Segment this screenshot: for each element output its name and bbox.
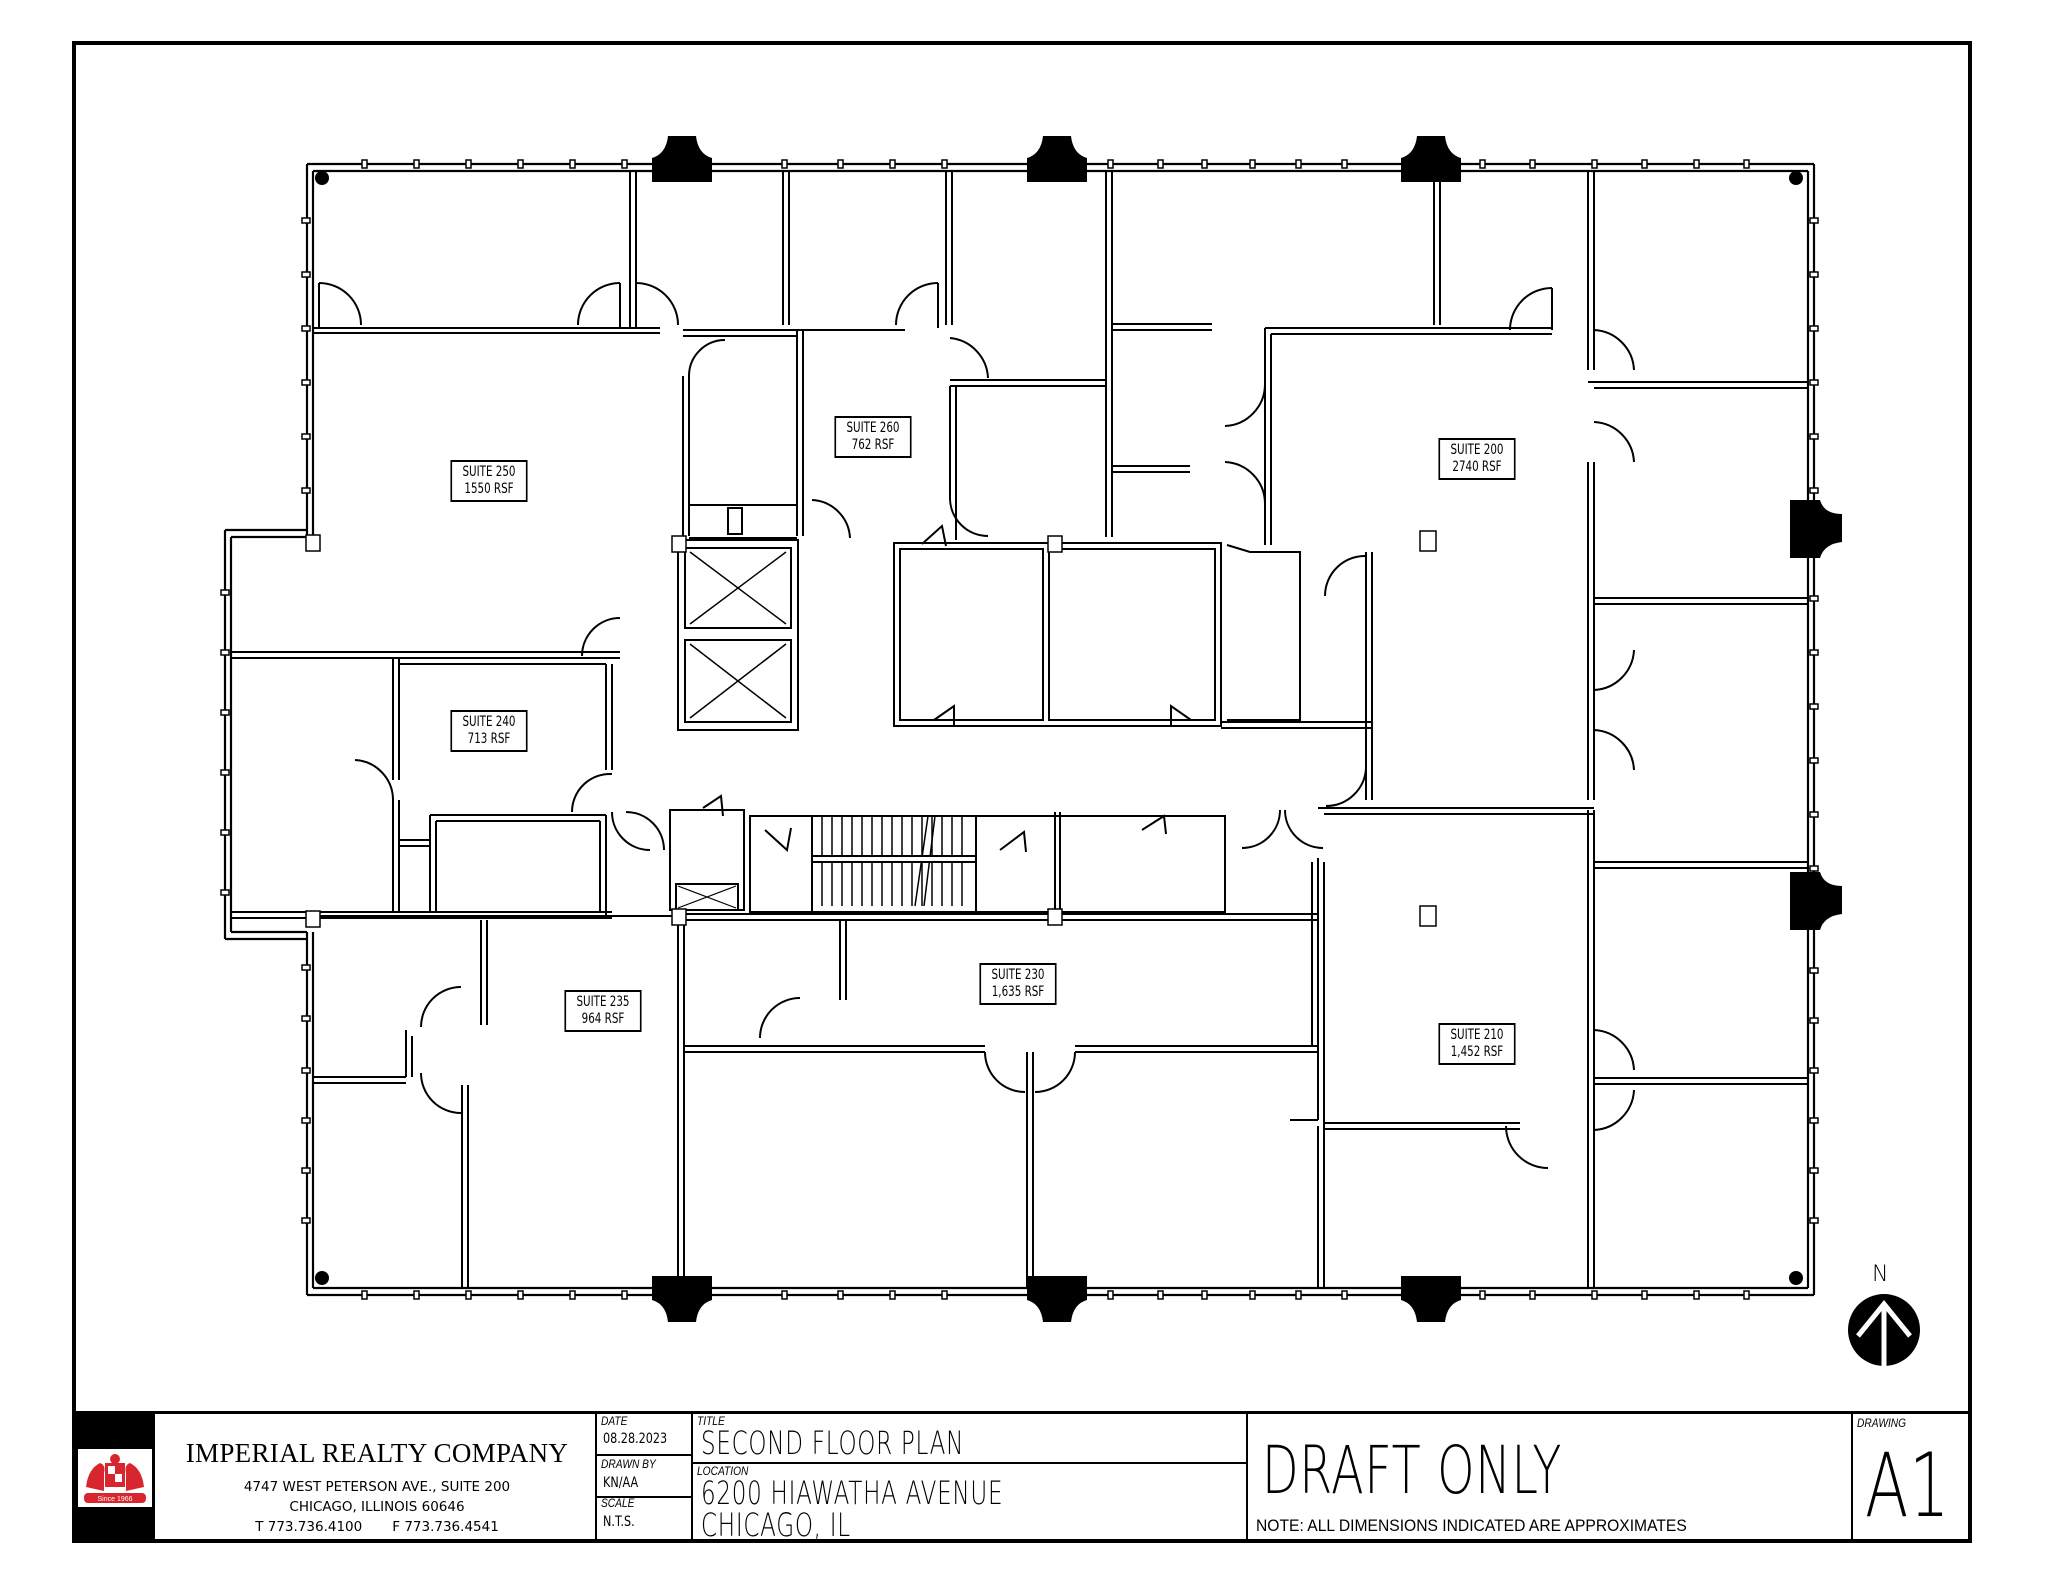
location-line1: 6200 HIAWATHA AVENUE	[701, 1474, 1004, 1512]
interior-walls	[231, 171, 1808, 1288]
scale-value: N.T.S.	[603, 1514, 635, 1530]
suite-name: SUITE 240	[462, 714, 516, 730]
drawn-by-label: DRAWN BY	[601, 1457, 656, 1471]
drawing-number-cell: DRAWING A1	[1853, 1414, 1968, 1542]
suite-area: 1550 RSF	[464, 481, 514, 497]
suite-name: SUITE 260	[846, 420, 900, 436]
location-label: LOCATION	[697, 1464, 749, 1478]
crest-icon: Since 1966	[84, 1454, 146, 1503]
company-phone: T 773.736.4100	[255, 1519, 363, 1535]
suite-area: 1,452 RSF	[1450, 1044, 1504, 1060]
drawing-number: A1	[1865, 1434, 1951, 1537]
company-logo: Since 1966	[78, 1449, 152, 1507]
date-value: 08.28.2023	[603, 1431, 668, 1447]
drawing-label: DRAWING	[1857, 1416, 1907, 1430]
company-fax: F 773.736.4541	[392, 1519, 499, 1535]
suite-area: 713 RSF	[467, 731, 511, 747]
drawing-title: SECOND FLOOR PLAN	[701, 1424, 965, 1462]
company-phones: T 773.736.4100 F 773.736.4541	[167, 1519, 587, 1535]
divider	[693, 1462, 1246, 1464]
scale-label: SCALE	[601, 1496, 635, 1510]
company-name: IMPERIAL REALTY COMPANY	[185, 1438, 569, 1468]
suite-label-250: SUITE 250 1550 RSF	[450, 460, 528, 502]
window-mullions	[220, 159, 1819, 1300]
suite-label-240: SUITE 240 713 RSF	[450, 710, 528, 752]
title-cell: TITLE SECOND FLOOR PLAN LOCATION 6200 HI…	[693, 1414, 1248, 1544]
logo-caption: Since 1966	[97, 1496, 132, 1503]
title-block: Since 1966 IMPERIAL REALTY COMPANY 4747 …	[72, 1411, 1972, 1546]
suite-name: SUITE 250	[462, 464, 516, 480]
drawn-by-value: KN/AA	[603, 1475, 639, 1491]
status-cell: DRAFT ONLY NOTE: ALL DIMENSIONS INDICATE…	[1248, 1414, 1853, 1542]
drawing-border	[72, 41, 1972, 1543]
date-label: DATE	[601, 1414, 628, 1428]
divider	[597, 1496, 691, 1498]
suite-label-210: SUITE 210 1,452 RSF	[1438, 1023, 1516, 1065]
suite-label-260: SUITE 260 762 RSF	[834, 416, 912, 458]
suite-name: SUITE 235	[576, 994, 630, 1010]
location-line2: CHICAGO, IL	[701, 1506, 851, 1544]
company-cell: Since 1966 IMPERIAL REALTY COMPANY 4747 …	[72, 1414, 597, 1542]
suite-name: SUITE 210	[1450, 1027, 1504, 1043]
suite-label-235: SUITE 235 964 RSF	[564, 990, 642, 1032]
divider	[597, 1454, 691, 1456]
suite-area: 762 RSF	[851, 437, 895, 453]
north-arrow-label: N	[1872, 1262, 1889, 1287]
title-label: TITLE	[697, 1414, 725, 1428]
suite-area: 2740 RSF	[1452, 459, 1502, 475]
exterior-walls	[223, 162, 1816, 1297]
structural-columns	[315, 136, 1842, 1322]
suite-label-230: SUITE 230 1,635 RSF	[979, 963, 1057, 1005]
dimensions-note: NOTE: ALL DIMENSIONS INDICATED ARE APPRO…	[1256, 1516, 1687, 1535]
suite-name: SUITE 230	[991, 967, 1045, 983]
suite-label-200: SUITE 200 2740 RSF	[1438, 438, 1516, 480]
meta-cell: DATE 08.28.2023 DRAWN BY KN/AA SCALE N.T…	[597, 1414, 693, 1542]
company-city: CHICAGO, ILLINOIS 60646	[289, 1499, 465, 1515]
suite-area: 964 RSF	[581, 1011, 625, 1027]
suite-name: SUITE 200	[1450, 442, 1504, 458]
company-address: 4747 WEST PETERSON AVE., SUITE 200	[243, 1479, 511, 1495]
column-markers	[305, 530, 1437, 928]
north-arrow	[1848, 1294, 1920, 1366]
draft-status: DRAFT ONLY	[1262, 1432, 1563, 1509]
suite-area: 1,635 RSF	[991, 984, 1045, 1000]
door-swings	[318, 282, 1635, 1169]
